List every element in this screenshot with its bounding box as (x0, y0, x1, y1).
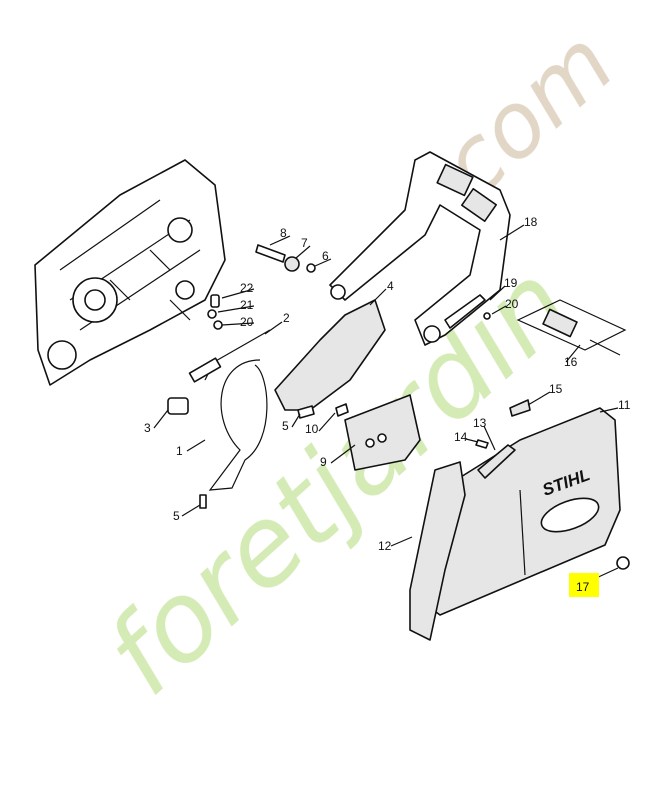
highlight-17 (569, 573, 599, 597)
part-21 (207, 309, 217, 319)
callout-21: 21 (240, 298, 254, 312)
callout-20: 20 (505, 297, 519, 311)
callout-10: 10 (305, 422, 319, 436)
callout-9: 9 (320, 455, 327, 469)
washer-6 (306, 263, 316, 273)
callout-18: 18 (524, 215, 538, 229)
callout-13: 13 (473, 416, 487, 430)
washer-20 (213, 320, 223, 330)
engine-housing (34, 159, 226, 386)
callout-12: 12 (378, 539, 392, 553)
hand-guard (329, 151, 511, 346)
chain-catcher-12 (409, 461, 466, 641)
callout-6: 6 (322, 249, 329, 263)
callout-20b: 20 (240, 315, 254, 329)
part-13 (477, 444, 516, 479)
callout-19: 19 (504, 276, 518, 290)
part-15 (509, 399, 531, 417)
callout-14: 14 (454, 430, 468, 444)
brake-band (188, 329, 271, 491)
screw-10 (335, 403, 349, 417)
nut-17 (616, 556, 630, 570)
washer-20b (483, 312, 491, 320)
callout-5b: 5 (173, 509, 180, 523)
spacer-16 (516, 299, 627, 356)
callout-labels: 1 2 3 4 5 5 6 7 8 9 10 11 12 13 14 15 16… (144, 215, 631, 597)
callout-7: 7 (301, 236, 308, 250)
screw-14 (475, 439, 489, 449)
leader-lines (153, 224, 619, 586)
screw-5 (199, 494, 207, 509)
callout-8: 8 (280, 226, 287, 240)
callout-3: 3 (144, 421, 151, 435)
pin-22 (210, 294, 220, 308)
bushing-7 (284, 256, 300, 272)
guide-plate (344, 394, 421, 471)
callout-17[interactable]: 17 (576, 580, 590, 594)
callout-1: 1 (176, 444, 183, 458)
callout-16: 16 (564, 355, 578, 369)
lever-19 (444, 294, 486, 329)
callout-5: 5 (282, 419, 289, 433)
callout-4: 4 (387, 279, 394, 293)
screw-8 (255, 244, 286, 263)
callout-15: 15 (549, 382, 563, 396)
callout-11: 11 (618, 398, 631, 412)
callout-22: 22 (240, 281, 254, 295)
callout-2: 2 (283, 311, 290, 325)
bushing (167, 397, 189, 415)
